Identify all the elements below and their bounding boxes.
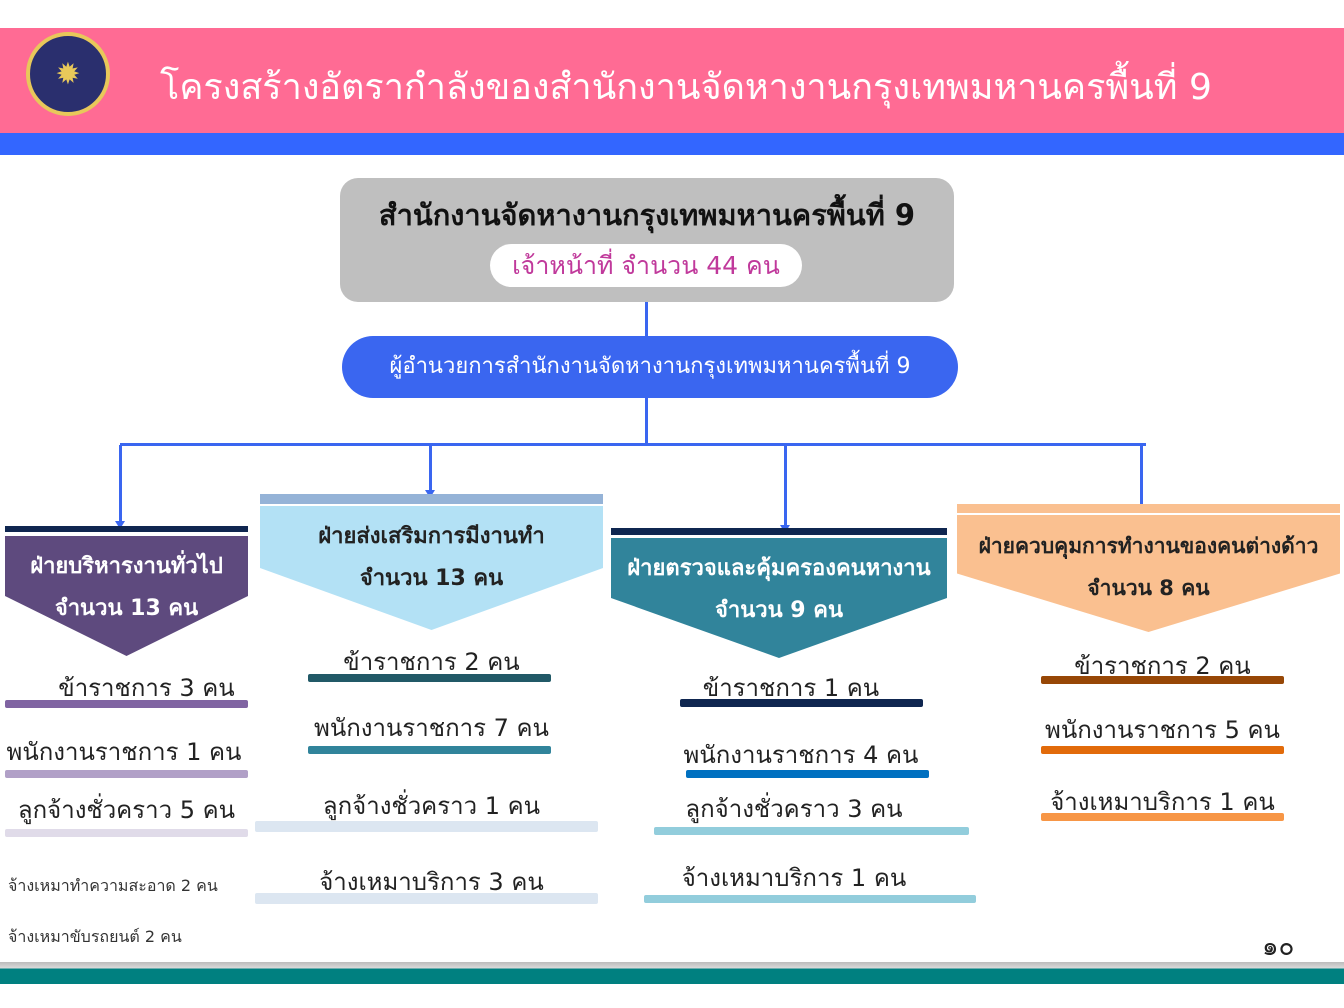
underline <box>1041 676 1284 684</box>
staff-row: ลูกจ้างชั่วคราว 3 คน <box>685 795 903 823</box>
staff-row: ข้าราชการ 2 คน <box>1074 652 1251 680</box>
staff-row: พนักงานราชการ 4 คน <box>683 741 919 769</box>
division-foreign-worker-control: ฝ่ายควบคุมการทำงานของคนต่างด้าว จำนวน 8 … <box>957 515 1340 632</box>
division-top-bar <box>611 528 947 535</box>
underline <box>5 829 248 837</box>
director-box: ผู้อำนวยการสำนักงานจัดหางานกรุงเทพมหานคร… <box>342 336 958 398</box>
footer-bar <box>0 962 1344 984</box>
underline <box>644 895 976 903</box>
staff-row: พนักงานราชการ 5 คน <box>1045 716 1280 744</box>
staff-row: ลูกจ้างชั่วคราว 5 คน <box>17 796 236 824</box>
office-name: สำนักงานจัดหางานกรุงเทพมหานครพื้นที่ 9 <box>378 198 916 232</box>
underline <box>5 700 248 708</box>
staff-row: จ้างเหมาบริการ 1 คน <box>681 864 907 892</box>
header-accent-bar <box>0 133 1344 155</box>
underline <box>686 770 929 778</box>
department-logo: ✹ <box>26 32 110 116</box>
arrow-down-icon <box>780 445 790 533</box>
connector <box>645 302 648 336</box>
division-count: จำนวน 13 คน <box>54 596 199 621</box>
header-band <box>0 28 1344 133</box>
note: จ้างเหมาทำความสะอาด 2 คน <box>8 876 218 895</box>
staff-row: จ้างเหมาบริการ 1 คน <box>1050 788 1275 816</box>
staff-row: ข้าราชการ 2 คน <box>343 648 520 676</box>
underline <box>255 893 598 904</box>
division-employment-promotion: ฝ่ายส่งเสริมการมีงานทำ จำนวน 13 คน <box>260 506 603 630</box>
underline <box>308 746 551 754</box>
underline <box>5 770 248 778</box>
staff-row: ข้าราชการ 3 คน <box>58 674 235 702</box>
division-top-bar <box>260 494 603 504</box>
staff-row: พนักงานราชการ 7 คน <box>314 714 549 742</box>
underline <box>680 699 923 707</box>
connector-horizontal <box>120 443 1146 446</box>
note: จ้างเหมาขับรถยนต์ 2 คน <box>8 927 182 946</box>
staff-row: ข้าราชการ 1 คน <box>702 674 880 702</box>
underline <box>308 674 551 682</box>
underline <box>1041 746 1284 754</box>
staff-row: จ้างเหมาบริการ 3 คน <box>319 868 544 896</box>
division-count: จำนวน 8 คน <box>1087 576 1210 600</box>
division-top-bar <box>957 504 1340 513</box>
page-number: ๑๐ <box>1262 932 1295 962</box>
arrow-down-icon <box>115 445 125 529</box>
underline <box>255 821 598 832</box>
division-count: จำนวน 13 คน <box>359 566 504 591</box>
division-name: ฝ่ายตรวจและคุ้มครองคนหางาน <box>627 556 931 581</box>
division-inspection-protection: ฝ่ายตรวจและคุ้มครองคนหางาน จำนวน 9 คน <box>611 538 947 658</box>
office-staff-count: เจ้าหน้าที่ จำนวน 44 คน <box>490 244 802 287</box>
arrow-down-icon <box>1136 445 1146 512</box>
underline <box>654 827 969 835</box>
arrow-down-icon <box>425 445 435 498</box>
division-general-admin: ฝ่ายบริหารงานทั่วไป จำนวน 13 คน <box>5 536 248 656</box>
connector <box>645 398 648 445</box>
division-name: ฝ่ายควบคุมการทำงานของคนต่างด้าว <box>978 534 1319 558</box>
division-count: จำนวน 9 คน <box>714 598 844 623</box>
staff-row: ลูกจ้างชั่วคราว 1 คน <box>322 792 541 820</box>
office-box: สำนักงานจัดหางานกรุงเทพมหานครพื้นที่ 9 เ… <box>340 178 954 302</box>
division-name: ฝ่ายบริหารงานทั่วไป <box>30 554 223 579</box>
division-top-bar <box>5 526 248 532</box>
staff-row: พนักงานราชการ 1 คน <box>6 738 242 766</box>
page-title: โครงสร้างอัตรากำลังของสำนักงานจัดหางานกร… <box>160 67 1212 108</box>
underline <box>1041 813 1284 821</box>
division-name: ฝ่ายส่งเสริมการมีงานทำ <box>318 524 545 549</box>
